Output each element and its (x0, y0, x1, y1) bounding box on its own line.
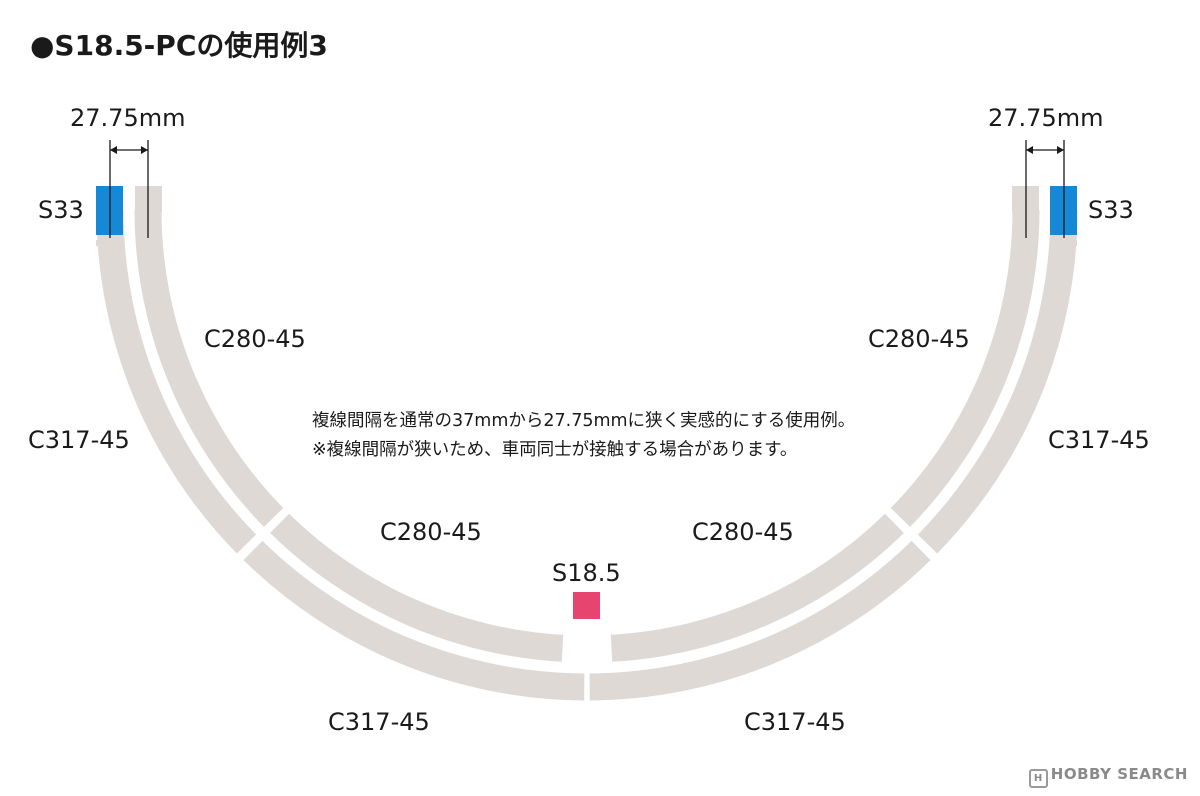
page-title: ●S18.5-PCの使用例3 (30, 29, 328, 62)
dimension-markers (109, 140, 1065, 238)
track-label-c280-upper-right: C280-45 (868, 325, 970, 353)
usage-note-line-2: ※複線間隔が狭いため、車両同士が接触する場合があります。 (312, 440, 798, 460)
s18-5-piece (573, 592, 600, 619)
track-label-c317-upper-right: C317-45 (1048, 426, 1150, 454)
track-label-c317-lower-right: C317-45 (744, 708, 846, 736)
track-pieces (96, 186, 1078, 701)
track-label-s33-left: S33 (38, 196, 84, 224)
c280-piece-upper-right (890, 210, 1040, 527)
watermark-text: HOBBY SEARCH (1050, 765, 1188, 783)
track-label-c280-lower-right: C280-45 (692, 518, 794, 546)
track-label-s33-right: S33 (1088, 196, 1134, 224)
track-label-c280-upper-left: C280-45 (204, 325, 306, 353)
track-label-c280-lower-left: C280-45 (380, 518, 482, 546)
dimension-label-left: 27.75mm (70, 104, 186, 132)
c317-piece-lower-right (589, 540, 931, 701)
track-label-c317-lower-left: C317-45 (328, 708, 430, 736)
hobby-search-logo-icon: H (1028, 769, 1048, 788)
track-label-c317-upper-left: C317-45 (28, 426, 130, 454)
c280-piece-upper-left (134, 210, 284, 527)
c280-piece-lower-left (270, 513, 564, 662)
dimension-label-right: 27.75mm (988, 104, 1104, 132)
c317-extension-left (96, 240, 123, 246)
usage-note-line-1: 複線間隔を通常の37mmから27.75mmに狭く実感的にする使用例。 (312, 411, 856, 431)
c317-piece-lower-left (243, 540, 585, 701)
c280-piece-lower-right (610, 513, 904, 662)
c317-extension-right (1050, 240, 1077, 246)
track-label-s18-5: S18.5 (552, 559, 621, 587)
